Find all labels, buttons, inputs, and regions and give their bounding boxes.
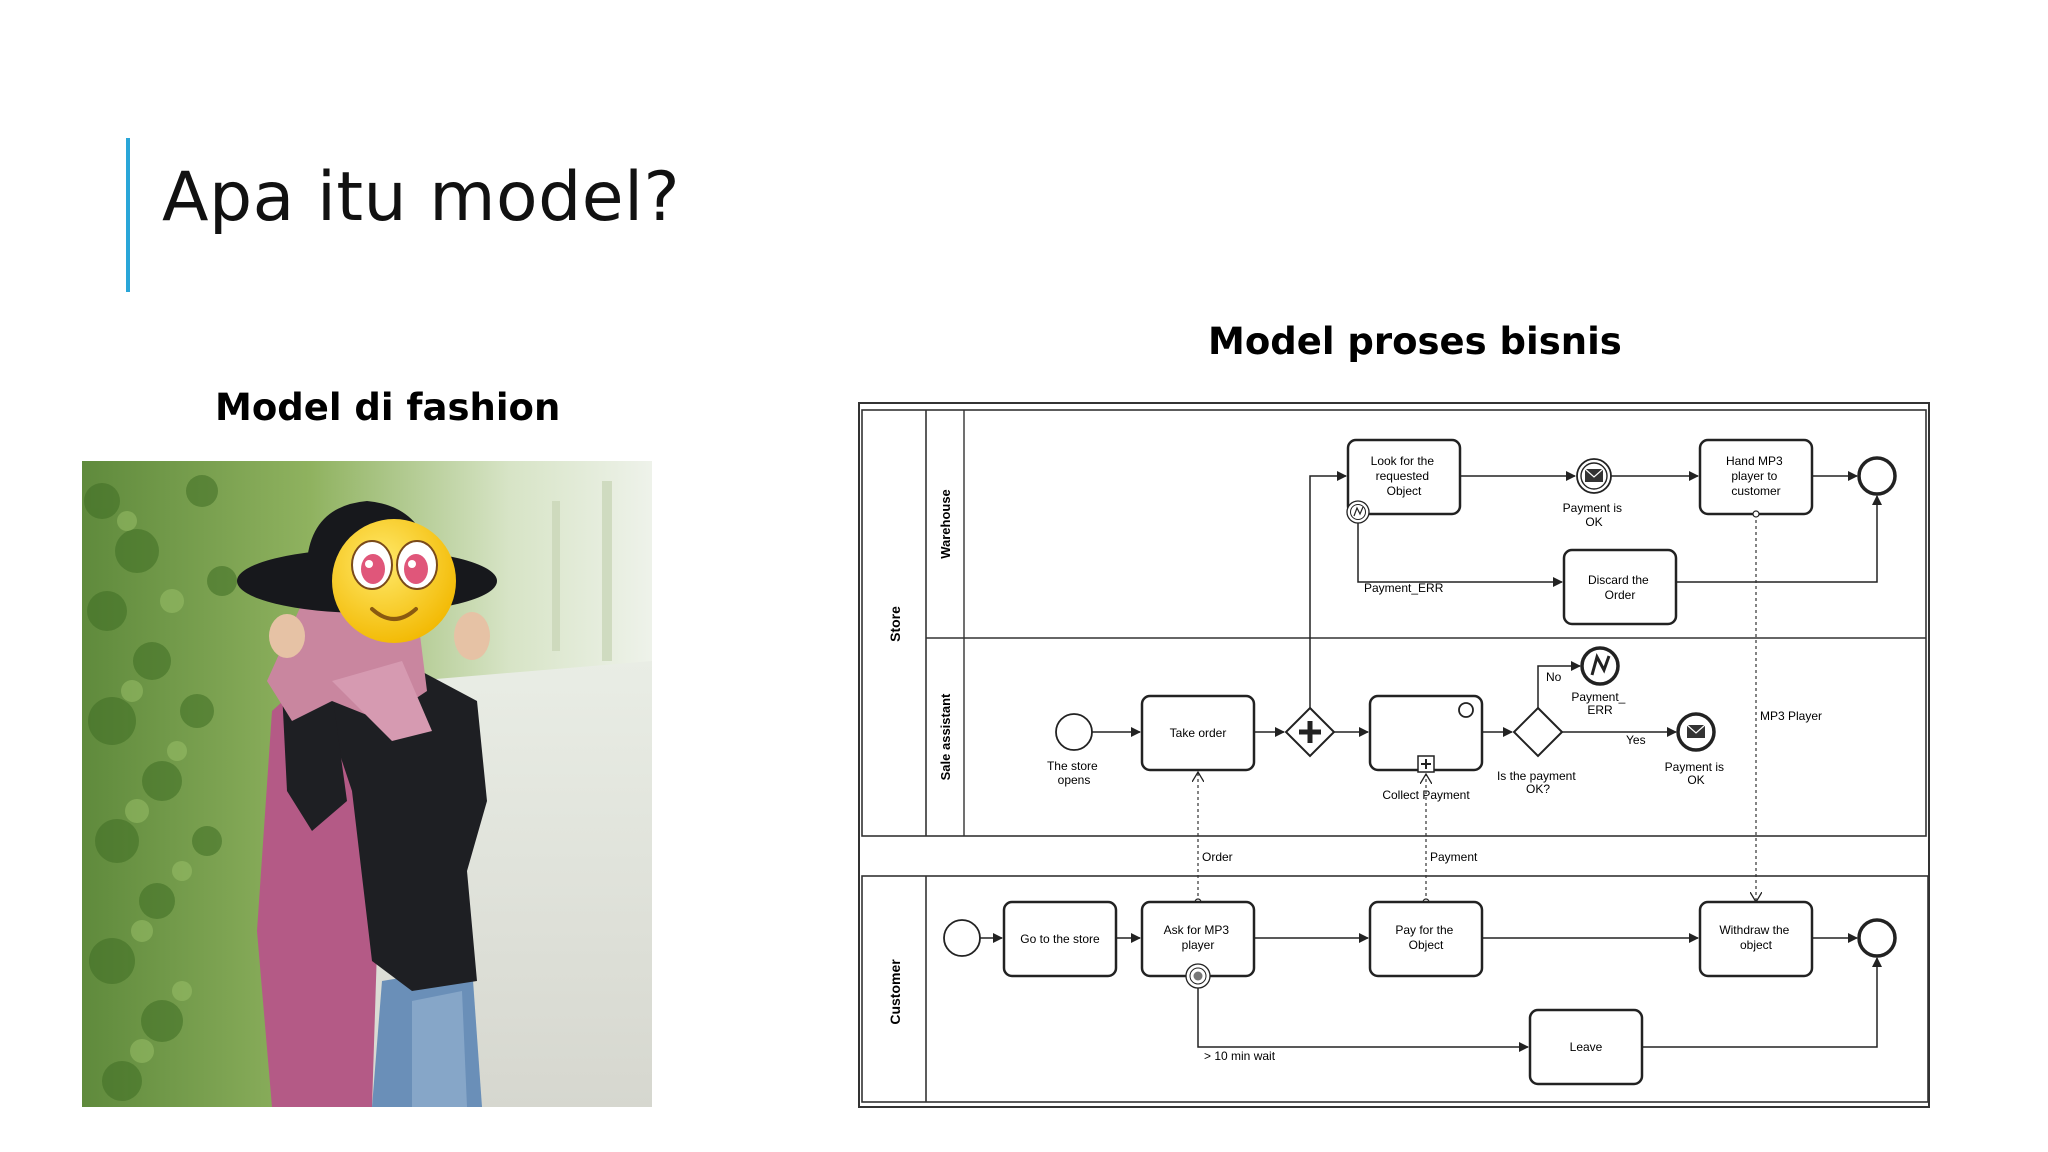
label-order-msg: Order bbox=[1202, 850, 1233, 864]
pool-label-store: Store bbox=[887, 606, 903, 642]
event-payment-ok-top: Payment is OK bbox=[1563, 458, 1626, 529]
event-payment-ok-mid: Payment is OK bbox=[1665, 712, 1728, 787]
task-look-for-object: Look for the requested Object bbox=[1346, 438, 1462, 524]
label-wait: > 10 min wait bbox=[1204, 1049, 1276, 1063]
parallel-gateway bbox=[1284, 706, 1336, 758]
svg-text:Payment is OK: Payment is OK bbox=[1665, 760, 1728, 787]
start-event-customer bbox=[943, 919, 981, 957]
bpmn-diagram: Store Warehouse Sale assistant Customer … bbox=[858, 402, 1930, 1108]
svg-text:Withdraw the object: Withdraw the object bbox=[1719, 923, 1792, 952]
svg-text:Payment_ ERR: Payment_ ERR bbox=[1571, 690, 1628, 717]
label-no: No bbox=[1546, 670, 1562, 684]
fashion-caption: Model di fashion bbox=[215, 386, 561, 429]
label-payment-msg: Payment bbox=[1430, 850, 1478, 864]
end-event-warehouse bbox=[1857, 456, 1897, 496]
lane-label-sale-assistant: Sale assistant bbox=[938, 693, 953, 780]
slide-title: Apa itu model? bbox=[162, 158, 681, 237]
lane-label-warehouse: Warehouse bbox=[938, 489, 953, 559]
svg-text:The store opens: The store opens bbox=[1047, 759, 1101, 787]
pool-label-customer: Customer bbox=[887, 959, 903, 1025]
svg-text:Discard the Order: Discard the Order bbox=[1588, 573, 1652, 602]
bpmn-caption: Model proses bisnis bbox=[1208, 320, 1622, 363]
task-leave: Leave bbox=[1528, 1008, 1644, 1086]
label-payment-err-flow: Payment_ERR bbox=[1364, 581, 1444, 595]
label-yes: Yes bbox=[1626, 733, 1646, 747]
end-event-customer bbox=[1857, 918, 1897, 958]
start-event-store: The store opens bbox=[1047, 713, 1101, 787]
task-take-order: Take order bbox=[1140, 694, 1256, 772]
event-payment-err: Payment_ ERR bbox=[1571, 646, 1628, 717]
customer-pool: Customer bbox=[861, 875, 1929, 1103]
subprocess-collect-payment: Collect Payment bbox=[1368, 694, 1484, 802]
svg-text:Go to the store: Go to the store bbox=[1020, 932, 1100, 946]
task-withdraw-object: Withdraw the object bbox=[1698, 900, 1814, 978]
svg-text:Is the payment OK?: Is the payment OK? bbox=[1497, 769, 1579, 796]
fashion-model-photo bbox=[82, 461, 652, 1107]
svg-text:Payment is OK: Payment is OK bbox=[1563, 501, 1626, 529]
svg-text:Pay for the Object: Pay for the Object bbox=[1395, 923, 1456, 952]
title-accent-bar bbox=[126, 138, 130, 292]
svg-text:Leave: Leave bbox=[1570, 1040, 1603, 1054]
label-mp3-player: MP3 Player bbox=[1760, 709, 1822, 723]
task-discard-order: Discard the Order bbox=[1562, 548, 1678, 626]
task-go-to-store: Go to the store bbox=[1002, 900, 1118, 978]
exclusive-gateway: Is the payment OK? bbox=[1497, 706, 1579, 796]
svg-text:Hand MP3 player to: Hand MP3 player to customer bbox=[1726, 454, 1786, 498]
task-pay-for-object: Pay for the Object bbox=[1368, 900, 1484, 978]
svg-text:Look for the requested: Look for the requested Object bbox=[1371, 454, 1438, 498]
svg-text:Ask for MP3 player: Ask for MP3 player bbox=[1164, 923, 1233, 952]
svg-text:Take order: Take order bbox=[1170, 726, 1227, 740]
task-ask-for-mp3: Ask for MP3 player bbox=[1140, 900, 1256, 989]
task-hand-mp3: Hand MP3 player to customer bbox=[1698, 438, 1814, 516]
